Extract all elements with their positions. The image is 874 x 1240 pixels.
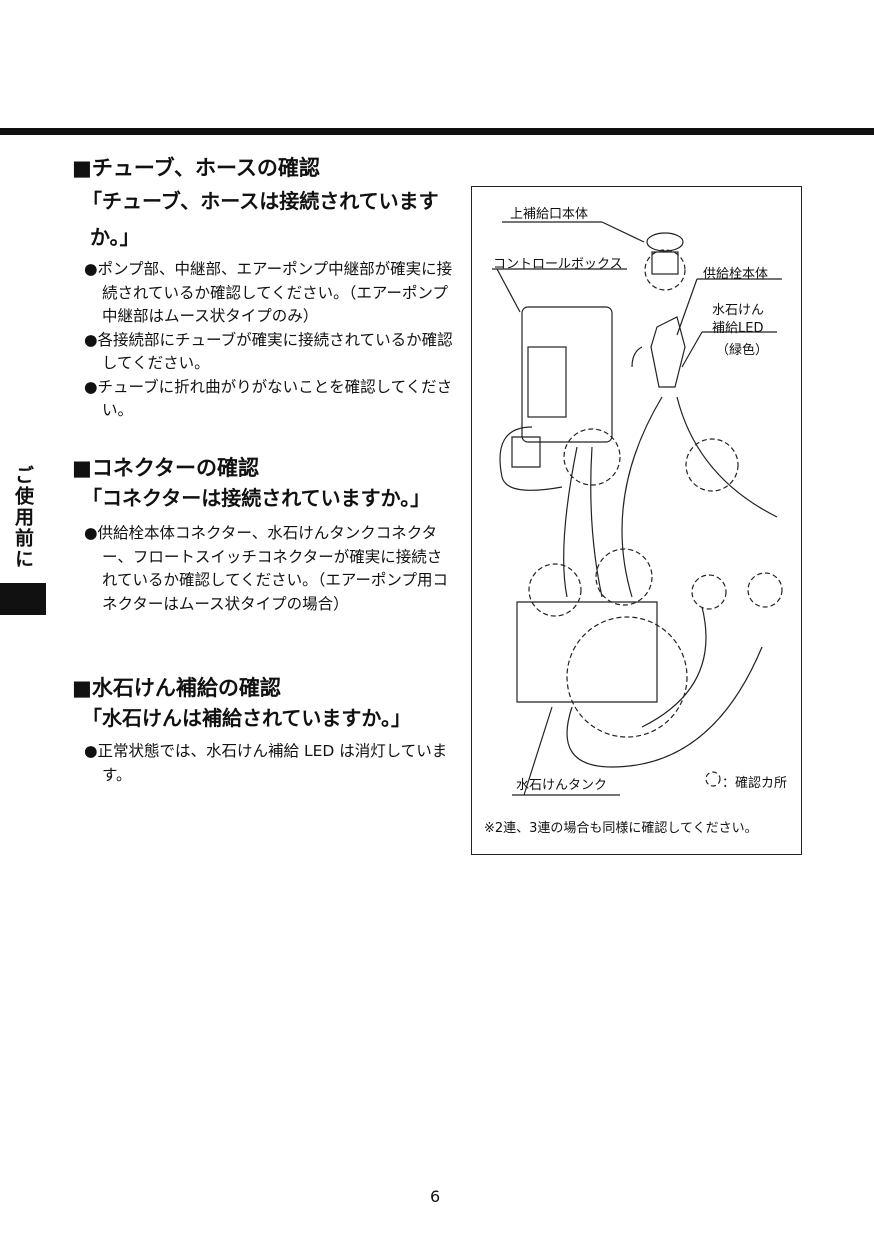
legend-check-point: ：確認カ所 [722,776,788,791]
label-led-1: 水石けん [712,303,765,318]
section-question-connector: 「コネクターは接続されていますか。」 [82,486,431,510]
label-faucet: 供給栓本体 [703,267,769,282]
bullet: ●正常状態では、水石けん補給 LED は消灯しています。 [84,742,448,784]
section-body-tube: ●ポンプ部、中継部、エアーポンプ中継部が確実に接続されているか確認してください。… [84,258,454,423]
label-tank: 水石けんタンク [516,778,608,793]
side-tab-label: ご使用前に [12,465,34,570]
label-top-inlet: 上補給口本体 [510,207,589,222]
label-led-2: 補給LED [712,321,764,336]
section-body-soap: ●正常状態では、水石けん補給 LED は消灯しています。 [84,740,454,787]
installation-diagram [492,221,783,796]
bullet: ●ポンプ部、中継部、エアーポンプ中継部が確実に接続されているか確認してください。… [84,260,453,325]
label-led-3: （緑色） [716,343,769,358]
bullet: ●各接続部にチューブが確実に接続されているか確認してください。 [84,330,453,373]
page-number: 6 [430,1187,441,1206]
label-control-box: コントロールボックス [493,257,623,272]
section-heading-tube: ■チューブ、ホースの確認 [72,156,320,180]
section-heading-connector: ■コネクターの確認 [72,456,260,480]
section-body-connector: ●供給栓本体コネクター、水石けんタンクコネクター、フロートスイッチコネクターが確… [84,522,454,616]
section-heading-soap: ■水石けん補給の確認 [72,676,281,700]
bullet: ●チューブに折れ曲がりがないことを確認してください。 [84,377,453,420]
header-rule [0,128,874,135]
section-question-soap: 「水石けんは補給されていますか。」 [82,706,411,730]
bullet: ●供給栓本体コネクター、水石けんタンクコネクター、フロートスイッチコネクターが確… [84,524,448,613]
installation-figure: 上補給口本体 コントロールボックス 供給栓本体 水石けん 補給LED （緑色） … [471,186,802,855]
figure-note: ※2連、3連の場合も同様に確認してください。 [484,821,758,836]
side-tab: ご使用前に [0,465,46,615]
section-question-tube: 「チューブ、ホースは接続されていますか。」 [82,189,439,249]
side-tab-marker [0,583,46,615]
